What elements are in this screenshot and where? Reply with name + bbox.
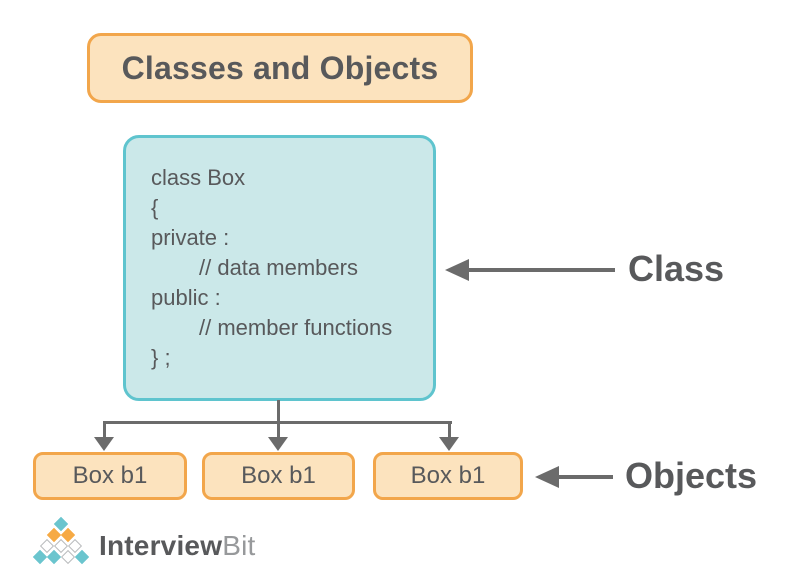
brand-name-secondary: Bit bbox=[222, 530, 256, 561]
objects-label: Objects bbox=[625, 455, 758, 496]
objects-arrow-line bbox=[549, 475, 613, 479]
object-box-1: Box b1 bbox=[33, 452, 187, 500]
connector-left-vertical bbox=[103, 421, 106, 437]
code-line: private : bbox=[151, 225, 230, 250]
connector-middle-vertical bbox=[277, 400, 280, 437]
object-box-label: Box b1 bbox=[410, 462, 486, 489]
down-arrowhead-icon bbox=[94, 437, 114, 451]
code-line: { bbox=[151, 195, 159, 220]
code-line: // data members bbox=[199, 255, 358, 280]
object-box-label: Box b1 bbox=[241, 462, 316, 489]
down-arrowhead-icon bbox=[439, 437, 459, 451]
code-line: // member functions bbox=[199, 315, 393, 340]
logo-diamond bbox=[32, 549, 47, 565]
logo-diamond bbox=[60, 549, 75, 565]
code-line: public : bbox=[151, 285, 221, 310]
down-arrowhead-icon bbox=[268, 437, 288, 451]
object-box-label: Box b1 bbox=[72, 462, 148, 489]
brand-name-primary: Interview bbox=[99, 530, 223, 561]
class-label: Class bbox=[628, 248, 725, 289]
title-box: Classes and Objects bbox=[87, 33, 473, 103]
code-line: class Box bbox=[151, 165, 246, 190]
class-arrowhead-icon bbox=[445, 259, 469, 281]
logo-diamond bbox=[46, 549, 61, 565]
objects-arrowhead-icon bbox=[535, 466, 559, 488]
class-arrow-line bbox=[459, 268, 615, 272]
object-box-2: Box b1 bbox=[202, 452, 355, 500]
connector-horizontal bbox=[103, 421, 452, 424]
object-box-3: Box b1 bbox=[373, 452, 523, 500]
code-line: } ; bbox=[151, 345, 171, 370]
class-code-box: class Box { private : // data members pu… bbox=[123, 135, 436, 401]
page-title: Classes and Objects bbox=[121, 49, 439, 86]
logo-pyramid-icon bbox=[32, 516, 93, 565]
logo-diamond bbox=[74, 549, 89, 565]
connector-right-vertical bbox=[448, 421, 451, 437]
brand-logo: InterviewBit bbox=[99, 530, 255, 562]
